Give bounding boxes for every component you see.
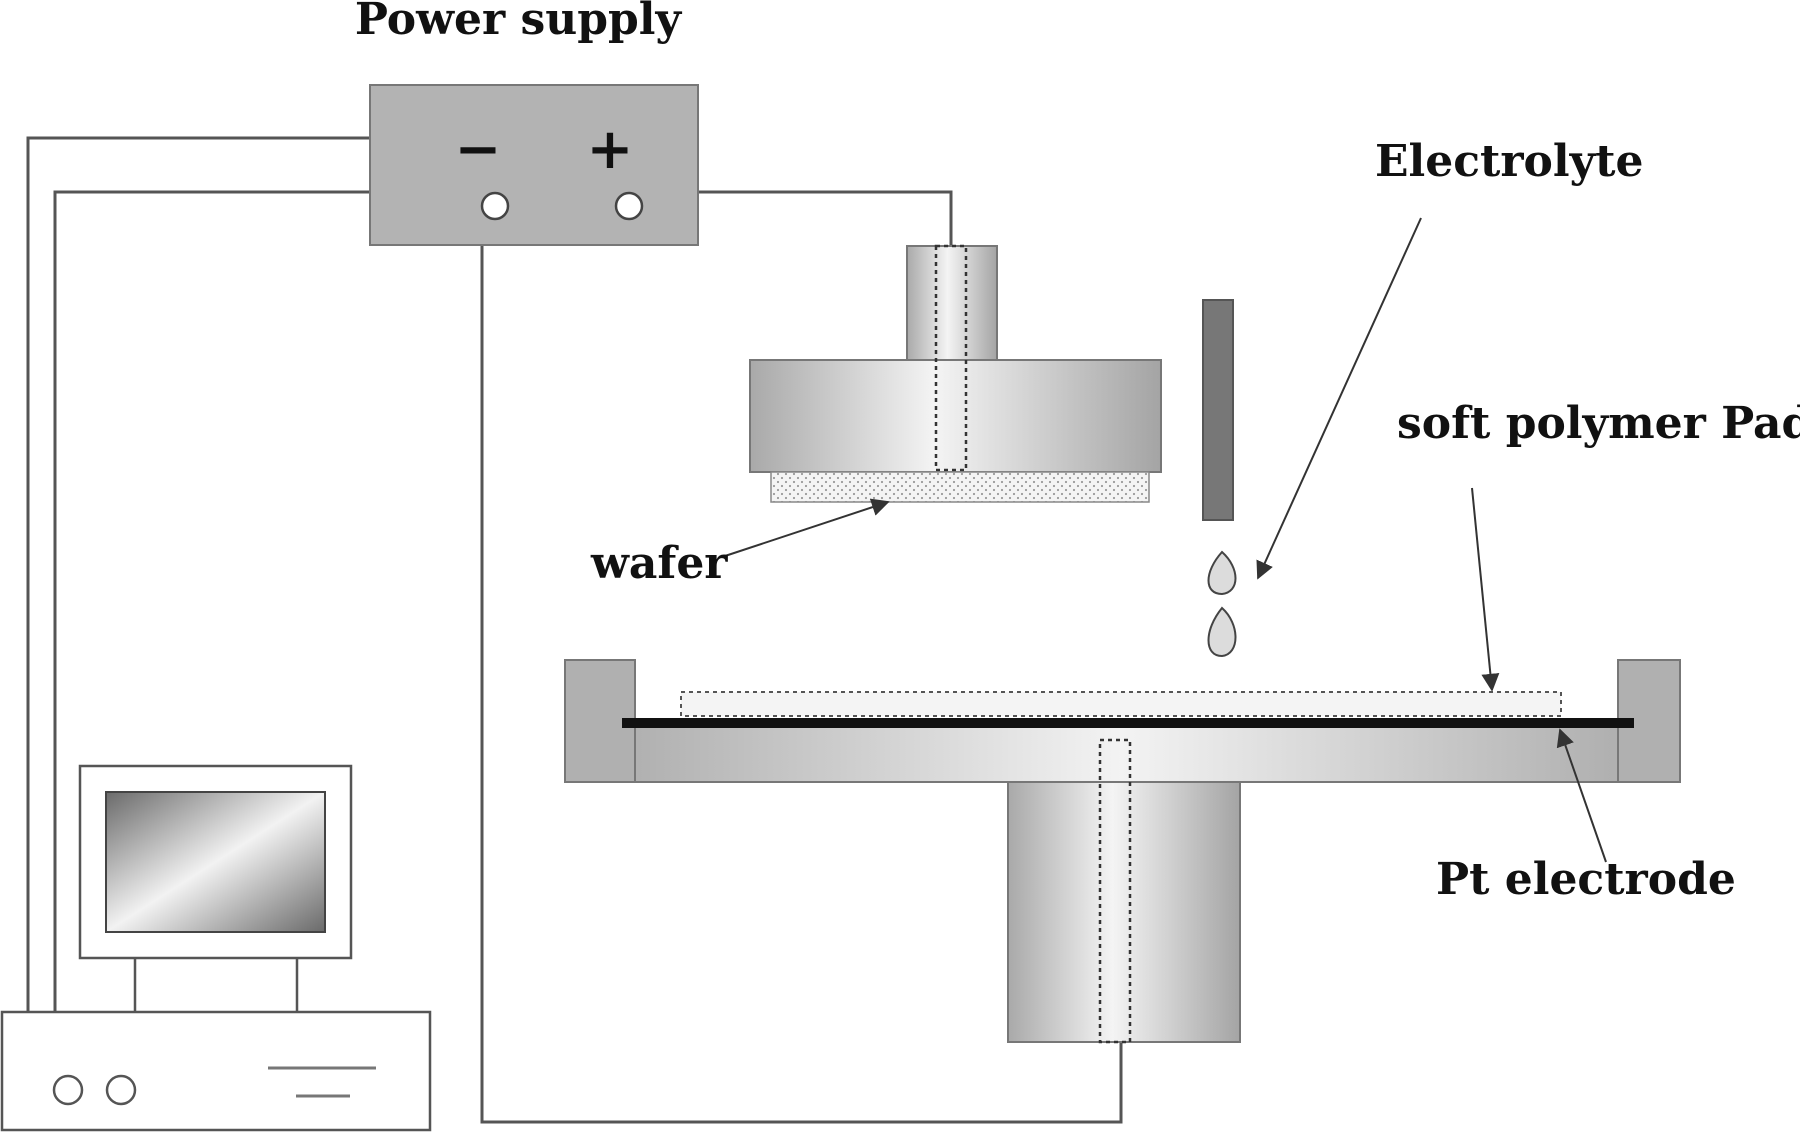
wire-computer-inner bbox=[53, 190, 370, 1012]
power-supply-box bbox=[369, 84, 699, 246]
electrolyte-droplet-2 bbox=[1207, 606, 1237, 658]
computer-button-2 bbox=[105, 1074, 137, 1106]
electrolyte-arrow bbox=[1256, 217, 1422, 580]
wafer-carrier bbox=[749, 244, 1162, 503]
computer-screen bbox=[105, 791, 326, 933]
wire-positive-to-carrier bbox=[640, 190, 953, 246]
electrolyte-droplet-1 bbox=[1207, 550, 1237, 596]
platen-base bbox=[564, 721, 1681, 783]
negative-terminal bbox=[480, 191, 510, 221]
wafer bbox=[770, 471, 1150, 503]
wafer-arrow bbox=[724, 498, 890, 557]
computer bbox=[0, 764, 432, 1132]
wire-computer-outer bbox=[26, 136, 370, 1012]
power-supply-plus-sign: + bbox=[587, 116, 634, 182]
electrolyte-dispenser bbox=[1202, 299, 1237, 658]
wire-negative-to-platen bbox=[480, 206, 1123, 1124]
power-supply-minus-sign: − bbox=[455, 116, 502, 182]
positive-terminal bbox=[614, 191, 644, 221]
platen-shaft bbox=[1007, 781, 1241, 1043]
carrier-channel bbox=[934, 244, 968, 472]
electrolyte-label: Electrolyte bbox=[1375, 136, 1644, 187]
soft-polymer-pad bbox=[680, 691, 1562, 717]
electrolyte-nozzle bbox=[1202, 299, 1234, 521]
carrier-head bbox=[749, 359, 1162, 473]
pt-electrode-label: Pt electrode bbox=[1436, 854, 1736, 905]
power-supply: − + bbox=[369, 84, 699, 246]
platen-channel bbox=[1098, 738, 1132, 1044]
leader-lines bbox=[724, 217, 1607, 863]
wires bbox=[26, 136, 1123, 1124]
carrier-shaft bbox=[906, 245, 998, 361]
pt-electrode-arrow bbox=[1556, 728, 1607, 863]
wafer-label: wafer bbox=[590, 538, 728, 589]
platen bbox=[564, 659, 1681, 1044]
power-supply-label: Power supply bbox=[355, 0, 683, 45]
computer-case bbox=[0, 1010, 432, 1132]
soft-polymer-pad-label: soft polymer Pad bbox=[1397, 398, 1800, 449]
computer-button-1 bbox=[52, 1074, 84, 1106]
pt-electrode bbox=[622, 718, 1634, 728]
pad-arrow bbox=[1471, 487, 1500, 692]
